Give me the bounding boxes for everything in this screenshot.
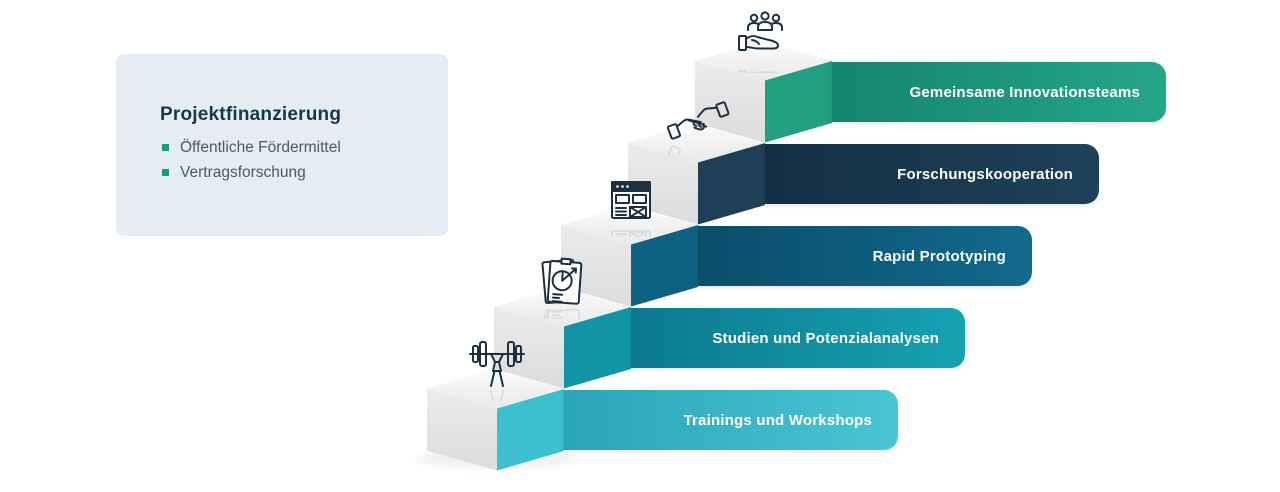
step-banner: Trainings und Workshops bbox=[564, 390, 898, 450]
step-side-face bbox=[497, 389, 564, 471]
step-label: Rapid Prototyping bbox=[872, 247, 1006, 265]
info-card: Projektfinanzierung Öffentliche Fördermi… bbox=[116, 54, 448, 236]
step-banner: Forschungskooperation bbox=[765, 144, 1099, 204]
step-front-face bbox=[494, 307, 564, 389]
step-side-face bbox=[698, 143, 765, 225]
handshake-icon bbox=[666, 88, 730, 144]
step-top-face bbox=[628, 123, 765, 163]
card-bullet-text: Vertragsforschung bbox=[180, 164, 306, 181]
step-label: Forschungskooperation bbox=[897, 165, 1073, 183]
step-side-face bbox=[765, 61, 832, 143]
step-banner: Studien und Potenzialanalysen bbox=[631, 308, 965, 368]
bullet-square-icon bbox=[162, 169, 169, 176]
step-label: Gemeinsame Innovationsteams bbox=[909, 83, 1140, 101]
step-top-face bbox=[494, 287, 631, 327]
wireframe-browser-icon bbox=[599, 170, 663, 226]
step-side-face bbox=[564, 307, 631, 389]
step-banner: Gemeinsame Innovationsteams bbox=[832, 62, 1166, 122]
card-title: Projektfinanzierung bbox=[160, 104, 342, 125]
weightlifter-icon bbox=[465, 334, 529, 390]
step-banner: Rapid Prototyping bbox=[698, 226, 1032, 286]
step-front-face bbox=[695, 61, 765, 143]
step-label: Trainings und Workshops bbox=[683, 411, 872, 429]
card-bullet-item: Vertragsforschung bbox=[160, 160, 430, 185]
report-chart-icon bbox=[532, 252, 596, 308]
step-top-face bbox=[427, 369, 564, 409]
bullet-square-icon bbox=[162, 144, 169, 151]
step-top-face bbox=[695, 41, 832, 81]
step-side-face bbox=[631, 225, 698, 307]
step-top-face bbox=[561, 205, 698, 245]
step-front-face bbox=[427, 389, 497, 471]
card-bullet-text: Öffentliche Fördermittel bbox=[180, 139, 341, 156]
hand-team-icon bbox=[733, 6, 797, 62]
step-label: Studien und Potenzialanalysen bbox=[712, 329, 939, 347]
card-bullet-item: Öffentliche Fördermittel bbox=[160, 135, 430, 160]
